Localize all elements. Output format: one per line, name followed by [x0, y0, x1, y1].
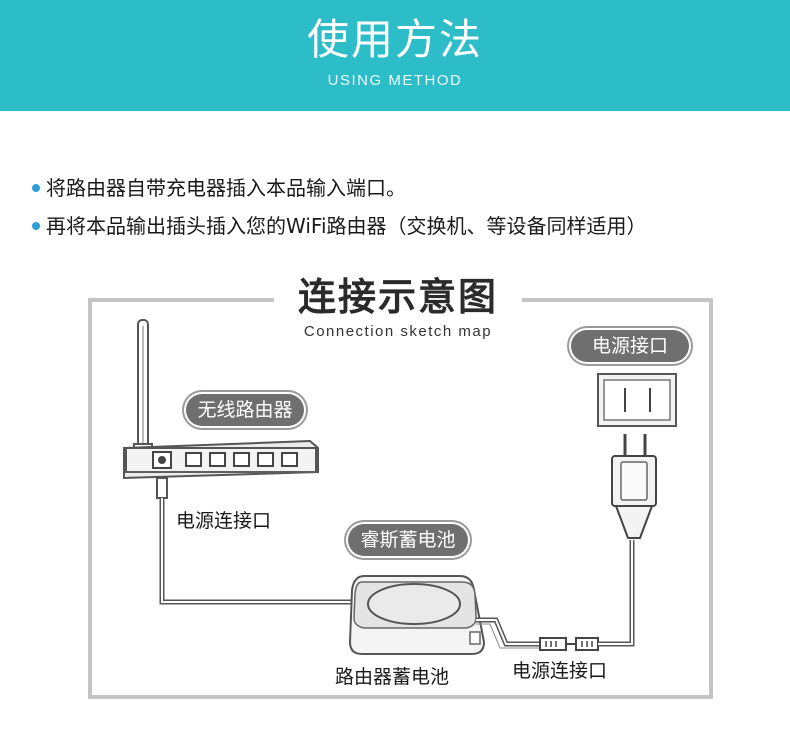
- dc-connector-icon: [539, 637, 599, 651]
- wireless-router-icon: [123, 439, 319, 480]
- diagram-subtitle: Connection sketch map: [303, 323, 493, 340]
- power-adapter-icon: [611, 434, 657, 539]
- instruction-step-2: 再将本品输出插头插入您的WiFi路由器（交换机、等设备同样适用）: [32, 212, 647, 240]
- battery-output-cable: [476, 617, 540, 649]
- instruction-step-2-text: 再将本品输出插头插入您的WiFi路由器（交换机、等设备同样适用）: [46, 214, 647, 238]
- battery-tag: 睿斯蓄电池: [348, 524, 468, 556]
- power-port-label: 电源连接口: [512, 660, 608, 682]
- bullet-icon: [32, 183, 40, 192]
- wall-socket-icon: [597, 373, 677, 427]
- router-power-cable: [156, 477, 352, 605]
- diagram-title: 连接示意图: [297, 275, 498, 319]
- adapter-cable: [598, 540, 635, 647]
- instruction-step-1-text: 将路由器自带充电器插入本品输入端口。: [46, 176, 406, 200]
- router-antenna-icon: [133, 319, 153, 453]
- frame-title-gap: [274, 286, 522, 310]
- router-battery-icon: [348, 575, 486, 655]
- router-port-label: 电源连接口: [176, 510, 272, 532]
- header-banner: 使用方法 USING METHOD: [0, 0, 790, 111]
- power-source-tag: 电源接口: [571, 330, 689, 362]
- battery-label: 路由器蓄电池: [335, 666, 450, 688]
- instruction-step-1: 将路由器自带充电器插入本品输入端口。: [32, 174, 406, 202]
- page-subtitle: USING METHOD: [327, 72, 463, 89]
- bullet-icon: [32, 221, 40, 230]
- router-tag: 无线路由器: [186, 394, 304, 426]
- page-title: 使用方法: [306, 15, 483, 64]
